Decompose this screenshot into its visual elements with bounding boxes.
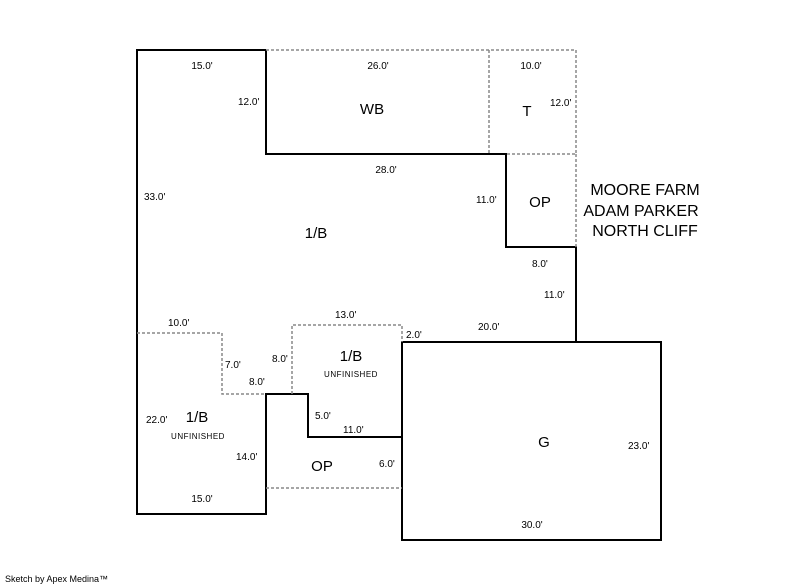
title-line-1: MOORE FARM <box>590 182 699 199</box>
dim: 12.0' <box>238 97 259 108</box>
area-unfinished-center: 1/B <box>340 348 363 365</box>
area-t: T <box>522 103 531 120</box>
dim: 26.0' <box>367 61 388 72</box>
dim: 30.0' <box>521 520 542 531</box>
dim: 11.0' <box>476 195 497 206</box>
dim: 14.0' <box>236 452 257 463</box>
dim: 22.0' <box>146 415 167 426</box>
left-wall <box>136 49 402 515</box>
dim: 5.0' <box>315 411 331 422</box>
dim: 23.0' <box>628 441 649 452</box>
dimension-labels: 15.0' 26.0' 10.0' 12.0' 12.0' 28.0' 33.0… <box>144 61 649 531</box>
dim: 11.0' <box>343 425 364 436</box>
dim: 7.0' <box>225 360 241 371</box>
dim: 28.0' <box>375 165 396 176</box>
dim: 8.0' <box>249 377 265 388</box>
unfinished-center-boundary <box>291 324 403 394</box>
dim: 2.0' <box>406 330 422 341</box>
area-op-lower: OP <box>311 458 333 475</box>
dim: 15.0' <box>191 61 212 72</box>
dim: 11.0' <box>544 290 565 301</box>
area-garage: G <box>538 434 550 451</box>
title-line-3: NORTH CLIFF <box>592 223 698 240</box>
dim: 6.0' <box>379 459 395 470</box>
dim: 33.0' <box>144 192 165 203</box>
dim: 13.0' <box>335 310 356 321</box>
area-op-upper: OP <box>529 194 551 211</box>
area-wb: WB <box>360 101 384 118</box>
dim: 10.0' <box>168 318 189 329</box>
title-block: MOORE FARM ADAM PARKER NORTH CLIFF <box>583 182 699 240</box>
dim: 20.0' <box>478 322 499 333</box>
solid-walls <box>136 49 662 541</box>
garage-outline <box>401 341 662 541</box>
dim: 8.0' <box>272 354 288 365</box>
dashed-lines <box>137 49 577 489</box>
dim: 8.0' <box>532 259 548 270</box>
wb-t-top <box>266 49 577 155</box>
area-main: 1/B <box>305 225 328 242</box>
dim: 10.0' <box>520 61 541 72</box>
area-unfinished-left: 1/B <box>186 409 209 426</box>
footer-credit: Sketch by Apex Medina™ <box>5 574 108 584</box>
title-line-2: ADAM PARKER <box>583 203 698 220</box>
unfinished-left-boundary <box>137 332 266 395</box>
dim: 12.0' <box>550 98 571 109</box>
area-unfinished-left-sub: UNFINISHED <box>171 432 225 441</box>
area-unfinished-center-sub: UNFINISHED <box>324 370 378 379</box>
dim: 15.0' <box>191 494 212 505</box>
